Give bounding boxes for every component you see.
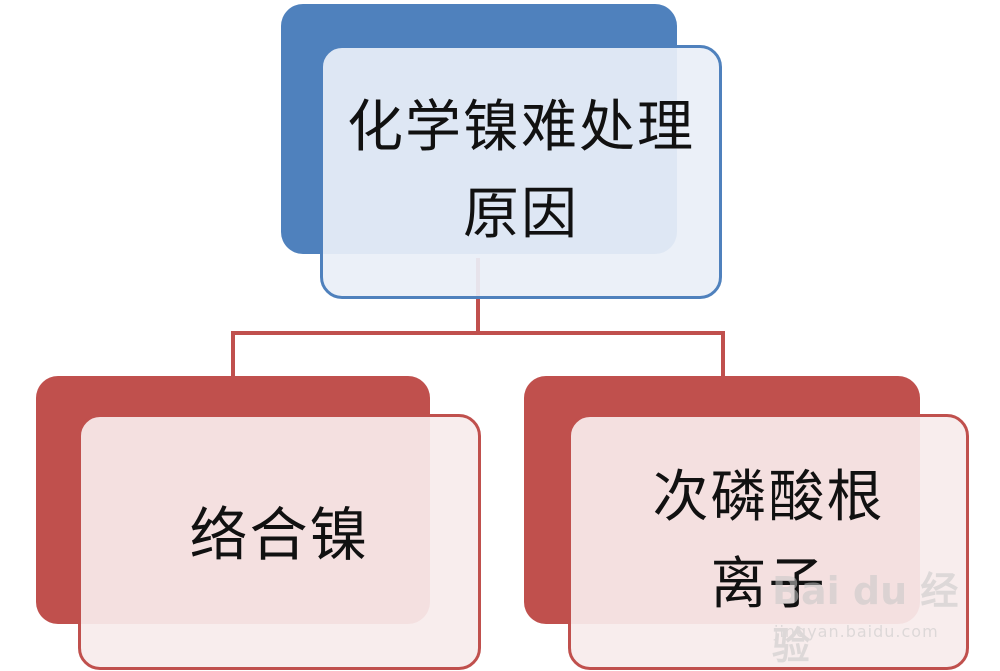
top-node-line-2: 原因: [463, 182, 579, 247]
watermark-logo: Bai du 经验: [772, 569, 959, 668]
connector-vertical-right: [721, 331, 725, 376]
connector-vertical-left: [231, 331, 235, 376]
left-node: 络合镍: [78, 414, 481, 670]
top-node-line-1: 化学镍难处理: [347, 95, 695, 161]
connector-horizontal: [231, 331, 725, 335]
baidu-jingyan-watermark: Bai du 经验 jingyan.baidu.com: [772, 560, 994, 668]
right-node-line-1: 次磷酸根: [652, 465, 885, 531]
right-node-line-2: 离子: [710, 552, 827, 617]
right-node: 次磷酸根 离子: [568, 414, 969, 670]
left-node-line-1: 络合镍: [189, 501, 370, 570]
top-node: 化学镍难处理 原因: [320, 45, 722, 299]
watermark-url: jingyan.baidu.com: [774, 622, 939, 641]
